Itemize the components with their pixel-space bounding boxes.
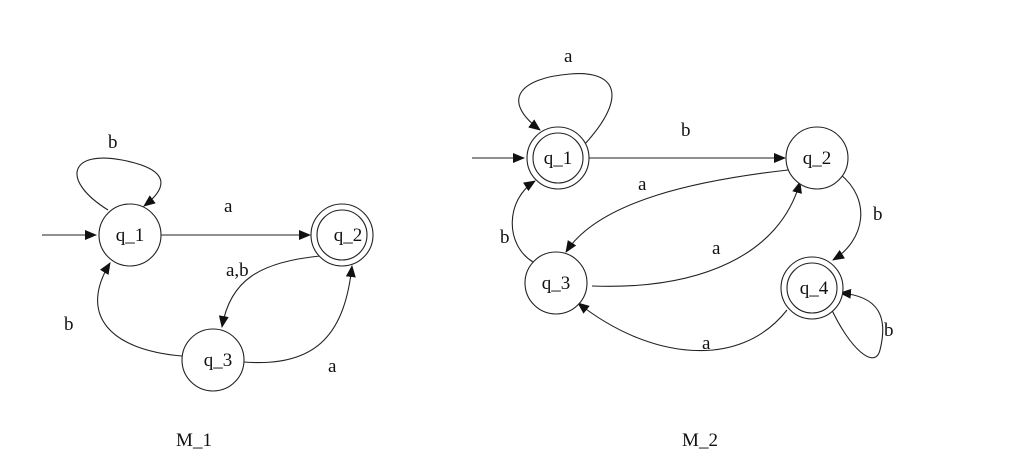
m1-state-q1: q_1 xyxy=(98,203,162,267)
m2-edge-q3-q2 xyxy=(591,181,802,287)
m2-edge-label-q2-q4: b xyxy=(873,204,883,225)
m1-edge-q3-q1 xyxy=(97,262,183,357)
m1-state-label-q3: q_3 xyxy=(204,350,233,371)
m1-state-q3: q_3 xyxy=(181,328,245,392)
m2-edge-q4-q3 xyxy=(577,302,788,352)
m2-edge-q2-q3 xyxy=(565,169,789,253)
m1-edge-label-q3-q1: b xyxy=(64,314,74,335)
m2-edge-q3-q1 xyxy=(511,180,536,263)
m1-edge-label-q2-q3: a,b xyxy=(226,260,249,281)
m1-state-label-q1: q_1 xyxy=(116,225,145,246)
m1-edge-q3-q2 xyxy=(243,265,356,364)
m1-state-q2: q_2 xyxy=(310,203,374,267)
m2-edge-loop-q4 xyxy=(829,288,884,359)
m1-state-label-q2: q_2 xyxy=(334,225,363,246)
m2-edge-loop-q1 xyxy=(518,73,613,146)
m2-edge-label-q4-q3: a xyxy=(702,333,711,354)
m2-state-q2: q_2 xyxy=(785,126,849,190)
m2-state-label-q4: q_4 xyxy=(800,278,829,299)
m2-edge-label-loop-q1: a xyxy=(564,46,573,67)
m1-edge-q2-q3 xyxy=(218,255,321,328)
m2-edge-label-q2-q3: a xyxy=(638,174,647,195)
m2-edge-label-loop-q4: b xyxy=(884,320,894,341)
m1-edge-label-q3-q2: a xyxy=(328,356,337,377)
m2-state-label-q2: q_2 xyxy=(803,148,832,169)
m2-edge-q2-q4 xyxy=(832,173,862,261)
m2-edge-label-q3-q2: a xyxy=(712,238,721,259)
m2-edge-label-q3-q1: b xyxy=(500,227,510,248)
m2-edge-label-q1-q2: b xyxy=(681,120,691,141)
m2-caption: M_2 xyxy=(682,430,718,451)
automaton-m1: b a a,b b a q_1 q_2 q_3 M_1 xyxy=(42,132,374,451)
m2-state-q1: q_1 xyxy=(526,126,590,190)
automaton-m2: a b a a b b a b q_1 q_2 xyxy=(472,46,894,451)
m2-state-q4: q_4 xyxy=(780,256,844,320)
m2-state-label-q3: q_3 xyxy=(542,273,571,294)
m1-edge-loop-q1 xyxy=(76,157,162,211)
m1-caption: M_1 xyxy=(176,430,212,451)
m2-state-q3: q_3 xyxy=(524,251,588,315)
m2-state-label-q1: q_1 xyxy=(544,148,573,169)
m1-edge-label-q1-q2: a xyxy=(224,196,233,217)
m1-edge-label-loop-q1: b xyxy=(108,132,118,153)
